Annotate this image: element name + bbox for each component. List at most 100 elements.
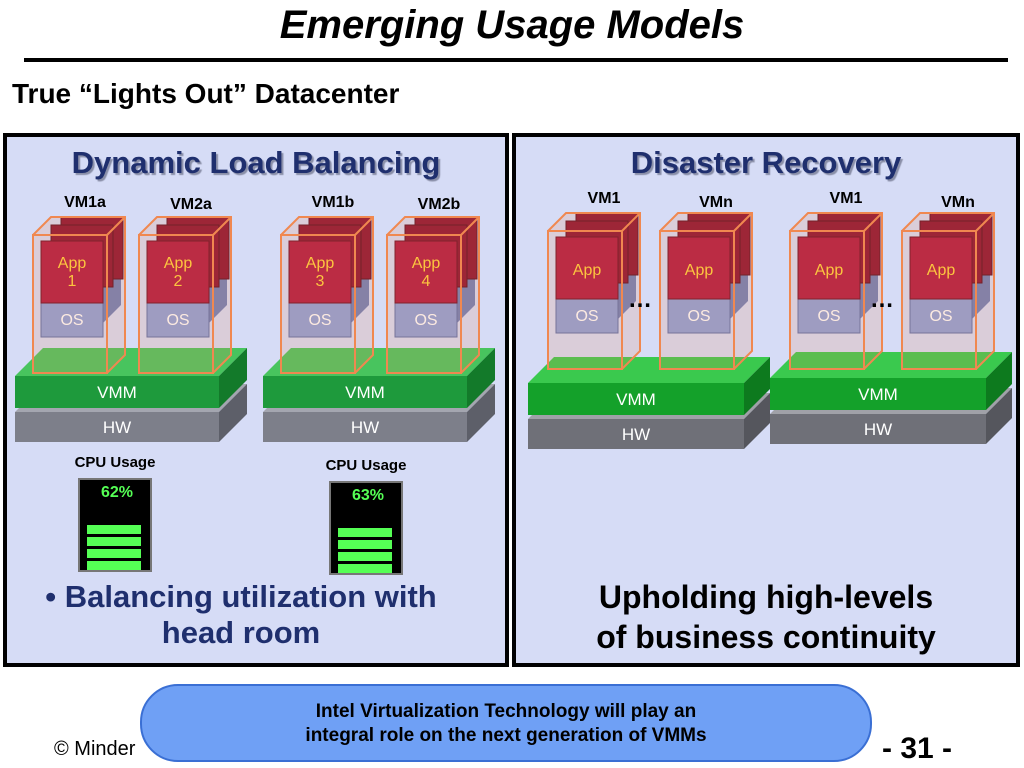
cpu-meter-1-bar bbox=[87, 549, 141, 558]
right-vm-1-2-app-box bbox=[667, 236, 731, 300]
right-vm-2-1-frame bbox=[789, 212, 883, 370]
right-vmm-1-side bbox=[744, 357, 770, 415]
right-vmm-2: VMM bbox=[770, 352, 1012, 410]
right-vmm-2-side bbox=[986, 352, 1012, 410]
load-balancing-diagram: HWVMMVM1aOSApp1VM2aOSApp2CPU Usage62%HWV… bbox=[15, 194, 495, 575]
right-vm-2-1-os-label: OS bbox=[817, 308, 840, 325]
left-hw-1-side bbox=[219, 384, 247, 442]
cpu-meter-2-bar bbox=[338, 528, 392, 537]
load-balancing-bullet: • Balancing utilization with head room bbox=[21, 579, 461, 651]
left-vm-2-2-frame bbox=[386, 216, 480, 374]
left-vm-1-1-app-label: App1 bbox=[58, 255, 87, 290]
right-hw-2-label: HW bbox=[864, 420, 892, 439]
intel-vt-callout: Intel Virtualization Technology will pla… bbox=[140, 684, 872, 762]
right-vmm-1-top bbox=[528, 357, 770, 383]
right-vm-2-2-os-box bbox=[909, 296, 973, 334]
right-vm-2-1-app-box bbox=[797, 236, 861, 300]
cpu-meter-1-bar bbox=[87, 561, 141, 570]
left-vmm-2-label: VMM bbox=[345, 383, 385, 402]
right-ellipsis-2: … bbox=[870, 286, 894, 313]
cpu-meter-2-bar bbox=[338, 564, 392, 573]
left-hw-1-label: HW bbox=[103, 418, 131, 437]
right-vm-2-1: OSApp bbox=[789, 212, 883, 370]
right-vm-label-1-1: VM1 bbox=[588, 190, 621, 207]
left-vm-2-2-os-label: OS bbox=[414, 312, 437, 329]
left-hw-2-label: HW bbox=[351, 418, 379, 437]
cpu-meter-2-bar bbox=[338, 552, 392, 561]
left-vm-1-2-frame-edge bbox=[212, 216, 232, 236]
slide-subtitle: True “Lights Out” Datacenter bbox=[12, 78, 400, 109]
right-vm-1-1-app-label: App bbox=[573, 262, 602, 279]
disaster-recovery-heading: Disaster Recovery bbox=[630, 145, 902, 180]
statement-line-1: Upholding high-levels bbox=[598, 579, 934, 615]
right-vm-1-1-app-box bbox=[555, 236, 619, 300]
business-continuity-statement: Upholding high-levels of business contin… bbox=[526, 577, 1006, 657]
statement-line-2: of business continuity bbox=[596, 619, 936, 655]
left-vm-2-1-app-label: App3 bbox=[306, 255, 335, 290]
bullet-line-2: head room bbox=[161, 615, 321, 650]
right-vm-1-2: OS App bbox=[659, 212, 753, 370]
left-vm-label-2-1: VM1b bbox=[312, 194, 355, 211]
left-vm-2-1-frame-edge bbox=[354, 216, 374, 236]
cpu-meter-1-value: 62% bbox=[101, 484, 133, 501]
load-balancing-panel: Dynamic Load Balancing HWVMMVM1aOSApp1VM… bbox=[3, 133, 509, 667]
left-vm-1-2-os-box bbox=[146, 300, 210, 338]
left-vmm-1-front bbox=[15, 376, 219, 408]
right-vm-2-1-frame-front bbox=[789, 230, 865, 370]
right-vmm-2-top bbox=[770, 352, 1012, 378]
right-hw-2-front bbox=[770, 414, 986, 444]
right-vm-1-2-os-box bbox=[667, 296, 731, 334]
left-vm-1-2-frame bbox=[138, 216, 232, 374]
left-vm-2-1-os-label: OS bbox=[308, 312, 331, 329]
right-vm-2-2-frame-front bbox=[901, 230, 977, 370]
right-vmm-1: VMM bbox=[528, 357, 770, 415]
right-vmm-2-label: VMM bbox=[858, 385, 898, 404]
right-vm-1-2-os-label: OS bbox=[687, 308, 710, 325]
right-vm-1-2-frame-front bbox=[659, 230, 735, 370]
right-vm-1-2-frame bbox=[659, 212, 753, 370]
left-vm-1-2-frame-front bbox=[138, 234, 214, 374]
right-vmm-2-front bbox=[770, 378, 986, 410]
left-hw-1-front bbox=[15, 412, 219, 442]
left-hw-2-side bbox=[467, 384, 495, 442]
right-vmm-1-label: VMM bbox=[616, 390, 656, 409]
cpu-meter-2-bar bbox=[338, 540, 392, 549]
left-vm-1-1: OSApp1 bbox=[32, 216, 126, 374]
load-balancing-heading: Dynamic Load Balancing bbox=[71, 145, 441, 180]
left-vm-1-2-app-label: App2 bbox=[164, 255, 193, 290]
right-vm-2-2-app-label: App bbox=[927, 262, 956, 279]
left-vmm-1: VMM bbox=[15, 348, 247, 408]
right-vm-1-2-frame-edge bbox=[733, 212, 753, 232]
cpu-meter-1-bar bbox=[87, 537, 141, 546]
left-vm-2-2-app-box bbox=[394, 240, 458, 304]
right-ellipsis-1: … bbox=[628, 286, 652, 313]
right-vm-2-2-app-box bbox=[909, 236, 973, 300]
left-vm-2-1-frame bbox=[280, 216, 374, 374]
right-vm-1-2-app-label: App bbox=[685, 262, 714, 279]
cpu-meter-1-label: CPU Usage bbox=[75, 454, 156, 471]
title-divider bbox=[24, 58, 1008, 62]
left-vmm-2-top bbox=[263, 348, 495, 376]
left-vmm-1-label: VMM bbox=[97, 383, 137, 402]
left-vm-1-1-frame bbox=[32, 216, 126, 374]
right-vm-1-1-frame bbox=[547, 212, 641, 370]
right-vm-label-1-2: VMn bbox=[699, 194, 733, 211]
right-vm-1-1: OSApp bbox=[547, 212, 641, 370]
right-vm-1-1-frame-edge bbox=[621, 212, 641, 232]
left-vm-2-2: OSApp4 bbox=[386, 216, 480, 374]
right-hw-1-side bbox=[744, 393, 770, 449]
right-hw-2-side bbox=[986, 388, 1012, 444]
bullet-mark: • bbox=[45, 579, 57, 614]
left-vmm-1-top bbox=[15, 348, 247, 376]
left-vm-1-2: OSApp2 bbox=[138, 216, 232, 374]
left-vm-2-2-frame-edge bbox=[460, 216, 480, 236]
left-vm-2-1-app-box bbox=[288, 240, 352, 304]
cpu-meter-2-value: 63% bbox=[352, 487, 384, 504]
right-vm-2-2-os-label: OS bbox=[929, 308, 952, 325]
left-vmm-2-side bbox=[467, 348, 495, 408]
callout-line-2: integral role on the next generation of … bbox=[305, 725, 707, 746]
left-vmm-2: VMM bbox=[263, 348, 495, 408]
right-vm-2-2-frame-edge bbox=[975, 212, 995, 232]
left-vm-label-1-1: VM1a bbox=[64, 194, 106, 211]
